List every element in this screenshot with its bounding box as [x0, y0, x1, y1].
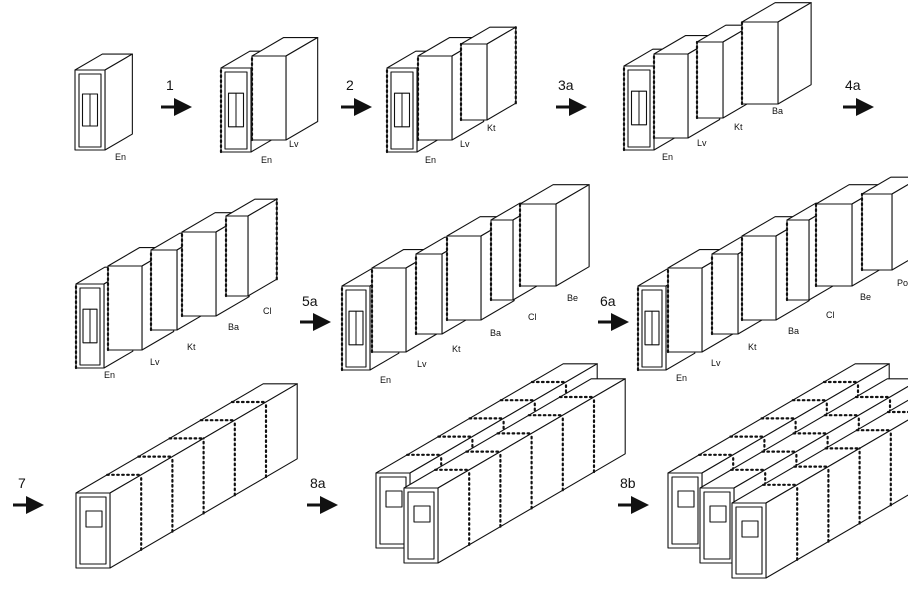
module-lv [250, 36, 319, 142]
assembled-unit-single [75, 383, 298, 569]
step-labels: 1 2 3a 4a 5a 6a 7 8a 8b [18, 77, 861, 491]
module-cl [224, 198, 278, 298]
room-label-ba: Ba [490, 328, 501, 338]
module-be [518, 184, 590, 288]
step-label-2: 2 [346, 77, 354, 93]
room-label-lv: Lv [150, 357, 160, 367]
step-label-7: 7 [18, 475, 26, 491]
room-label-en: En [261, 155, 272, 165]
room-label-ba: Ba [788, 326, 799, 336]
room-label-lv: Lv [417, 359, 427, 369]
room-label-en: En [662, 152, 673, 162]
room-label-kt: Kt [187, 342, 196, 352]
step-label-8b: 8b [620, 475, 636, 491]
module-po [860, 176, 908, 272]
module-layer [74, 2, 908, 579]
step-label-4a: 4a [845, 77, 861, 93]
module-en [74, 53, 133, 151]
assembled-unit-block-c [731, 399, 908, 579]
room-label-lv: Lv [711, 358, 721, 368]
room-label-ba: Ba [228, 322, 239, 332]
room-label-en: En [115, 152, 126, 162]
room-label-kt: Kt [487, 123, 496, 133]
room-label-lv: Lv [697, 138, 707, 148]
room-label-cl: Cl [528, 312, 537, 322]
room-label-kt: Kt [748, 342, 757, 352]
room-label-po: Po [897, 278, 908, 288]
module-kt [459, 26, 517, 122]
room-label-lv: Lv [289, 139, 299, 149]
room-label-kt: Kt [452, 344, 461, 354]
room-label-en: En [425, 155, 436, 165]
room-label-cl: Cl [826, 310, 835, 320]
room-label-kt: Kt [734, 122, 743, 132]
step-label-8a: 8a [310, 475, 326, 491]
room-label-en: En [104, 370, 115, 380]
room-labels: En En Lv En Lv Kt En Lv Kt Ba En Lv Kt B… [104, 106, 908, 385]
step-arrows [13, 98, 874, 514]
room-label-en: En [380, 375, 391, 385]
step-label-5a: 5a [302, 293, 318, 309]
step-label-6a: 6a [600, 293, 616, 309]
module-ba [740, 2, 812, 106]
step-label-1: 1 [166, 77, 174, 93]
step-label-3a: 3a [558, 77, 574, 93]
room-label-be: Be [860, 292, 871, 302]
assembled-unit-row-b [403, 378, 626, 564]
room-label-cl: Cl [263, 306, 272, 316]
room-label-ba: Ba [772, 106, 783, 116]
room-label-lv: Lv [460, 139, 470, 149]
room-label-be: Be [567, 293, 578, 303]
room-label-en: En [676, 373, 687, 383]
